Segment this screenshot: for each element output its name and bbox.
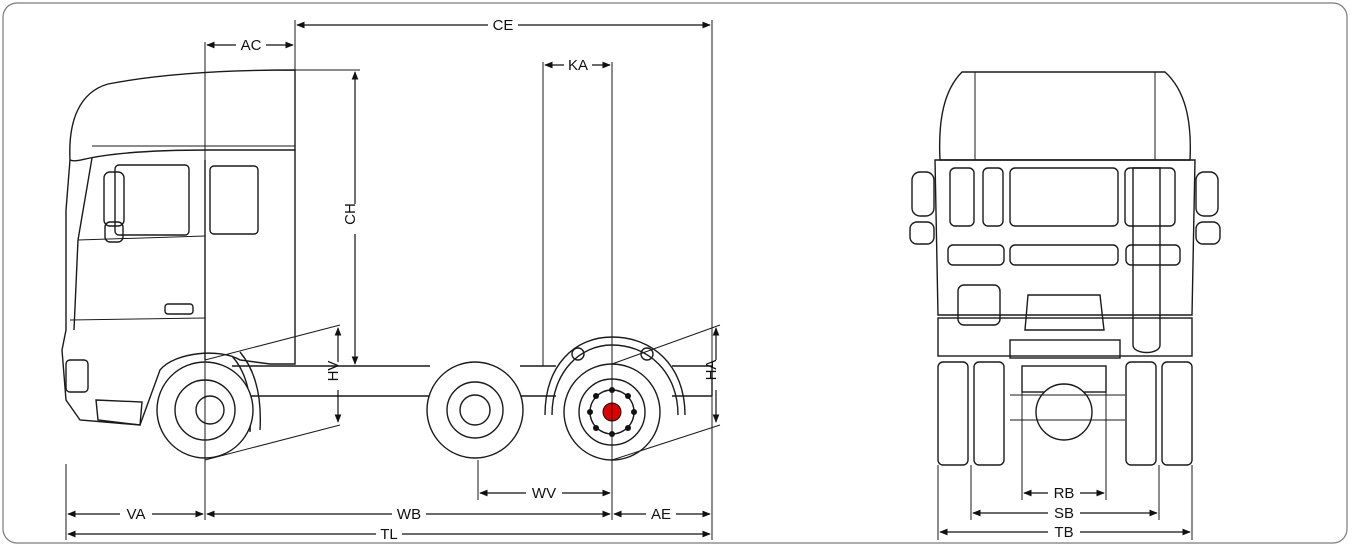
label-ce: CE (493, 17, 514, 34)
diagram-frame (2, 2, 1348, 544)
label-ka: KA (568, 57, 588, 74)
rear-extension-lines (937, 392, 1193, 540)
side-view: CE AC KA CH HV HA WV VA WB AE TL (61, 17, 721, 543)
wheel-bolts (587, 387, 637, 437)
middle-wheel (426, 361, 524, 459)
label-rb: RB (1054, 485, 1075, 502)
rear-wheel (544, 336, 686, 461)
dimension-labels: CE AC KA CH HV HA WV VA WB AE TL (127, 17, 720, 543)
label-ac: AC (241, 37, 262, 54)
label-ha: HA (703, 360, 720, 381)
label-sb: SB (1054, 505, 1074, 522)
rear-tyres (937, 361, 1193, 466)
label-ch: CH (342, 203, 359, 225)
rear-chassis (937, 284, 1193, 441)
dimension-lines (67, 21, 720, 538)
label-ae: AE (651, 506, 671, 523)
label-tl: TL (380, 526, 398, 543)
label-tb: TB (1054, 524, 1073, 541)
label-hv: HV (325, 361, 342, 382)
label-wb: WB (397, 506, 421, 523)
label-va: VA (127, 506, 146, 523)
rear-view: RB SB TB (909, 71, 1221, 541)
rear-dimension-labels: RB SB TB (1054, 485, 1075, 541)
rear-dimension-lines (939, 489, 1191, 536)
label-wv: WV (532, 485, 556, 502)
extension-lines (65, 20, 721, 540)
rear-cab (909, 71, 1221, 354)
